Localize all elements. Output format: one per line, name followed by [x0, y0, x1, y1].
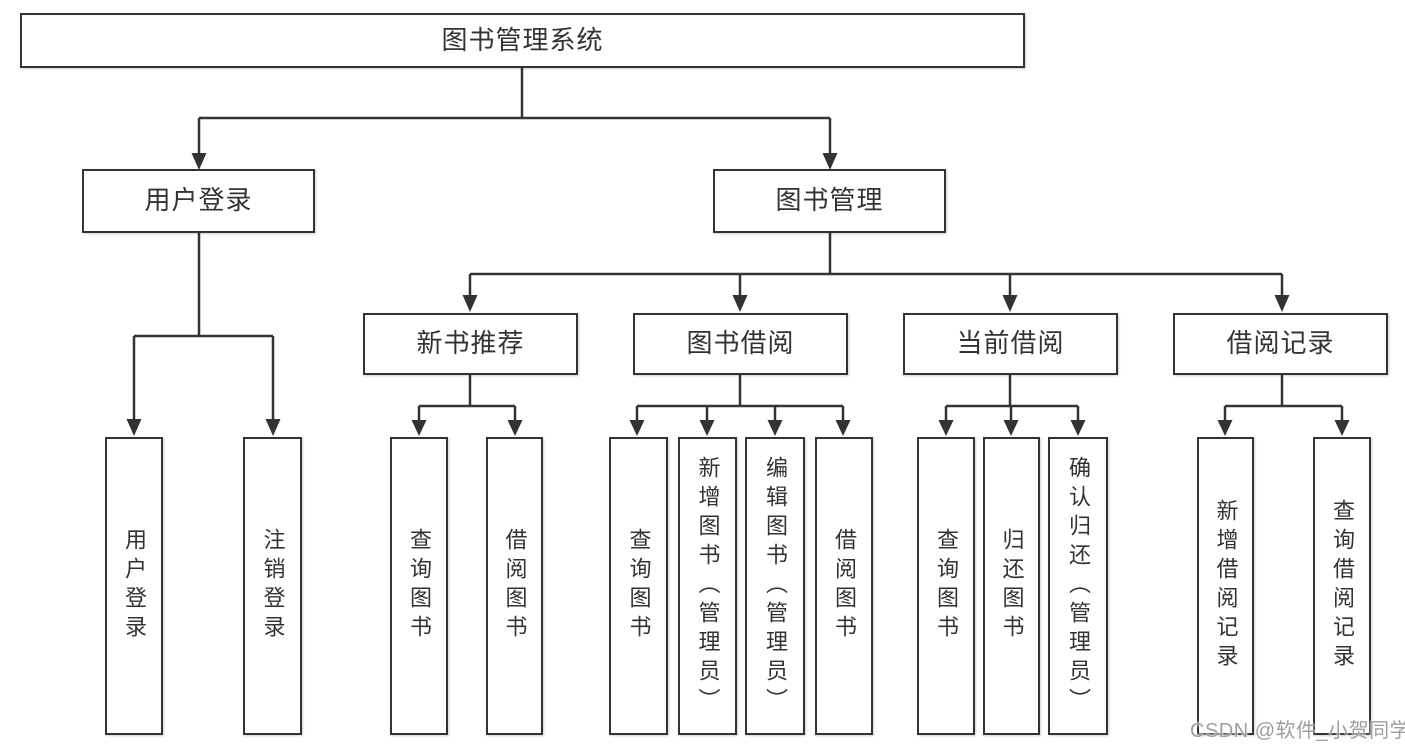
leaf-nb-query-book: 查询图书: [390, 437, 448, 735]
node-book-management: 图书管理: [713, 169, 946, 233]
node-book-borrow-label: 图书借阅: [686, 328, 795, 359]
leaf-user-login-label: 用户登录: [122, 528, 147, 644]
arrowhead-icon: [462, 295, 478, 312]
arrowhead-icon: [126, 419, 142, 436]
leaf-cb-return-book: 归还图书: [983, 437, 1040, 735]
leaf-bb-add-book-admin: 新增图书（管理员）: [678, 437, 737, 735]
leaf-br-query-record-label: 查询借阅记录: [1330, 499, 1355, 673]
leaf-cb-return-book-label: 归还图书: [999, 528, 1025, 644]
leaf-bb-borrow-book-label: 借阅图书: [832, 528, 857, 644]
leaf-user-login: 用户登录: [105, 437, 163, 735]
node-user-login-label: 用户登录: [144, 185, 253, 216]
node-new-book-recommend: 新书推荐: [363, 313, 578, 375]
leaf-nb-borrow-book: 借阅图书: [486, 437, 543, 735]
arrowhead-icon: [767, 420, 783, 436]
arrowhead-icon: [411, 420, 427, 436]
arrowhead-icon: [191, 153, 207, 170]
arrowhead-icon: [835, 420, 851, 436]
leaf-logout: 注销登录: [243, 437, 302, 735]
arrowhead-icon: [1274, 295, 1290, 312]
leaf-bb-borrow-book: 借阅图书: [815, 437, 873, 735]
arrowhead-icon: [1002, 295, 1018, 312]
leaf-nb-borrow-book-label: 借阅图书: [502, 528, 528, 644]
arrowhead-icon: [507, 420, 523, 436]
node-new-book-recommend-label: 新书推荐: [416, 328, 525, 359]
arrowhead-icon: [1217, 420, 1233, 436]
connector-book-management-to-children: [462, 233, 1290, 312]
arrowhead-icon: [699, 420, 715, 436]
connector-book-borrow-to-children: [629, 375, 851, 436]
leaf-br-add-record-label: 新增借阅记录: [1213, 499, 1239, 673]
arrowhead-icon: [1334, 420, 1350, 436]
node-user-login: 用户登录: [82, 169, 315, 233]
connector-current-borrow-to-children: [938, 375, 1086, 436]
connector-new-book-to-children: [411, 375, 523, 436]
leaf-cb-confirm-return-admin: 确认归还（管理员）: [1048, 437, 1108, 735]
arrowhead-icon: [822, 153, 838, 170]
leaf-bb-add-book-admin-label: 新增图书（管理员）: [695, 455, 721, 717]
leaf-bb-query-book-label: 查询图书: [626, 528, 652, 644]
arrowhead-icon: [732, 295, 748, 312]
arrowhead-icon: [1070, 420, 1086, 436]
node-root-label: 图书管理系统: [441, 24, 604, 55]
leaf-br-query-record: 查询借阅记录: [1313, 437, 1371, 735]
node-borrow-record-label: 借阅记录: [1226, 328, 1335, 359]
leaf-nb-query-book-label: 查询图书: [407, 528, 432, 644]
leaf-br-add-record: 新增借阅记录: [1197, 437, 1254, 735]
leaf-bb-edit-book-admin: 编辑图书（管理员）: [745, 437, 805, 735]
leaf-bb-edit-book-admin-label: 编辑图书（管理员）: [763, 455, 788, 717]
leaf-logout-label: 注销登录: [260, 528, 286, 644]
node-current-borrow-label: 当前借阅: [956, 328, 1065, 359]
arrowhead-icon: [265, 419, 281, 436]
connector-user-login-to-children: [126, 233, 281, 436]
connector-borrow-record-to-children: [1217, 375, 1350, 436]
arrowhead-icon: [938, 420, 954, 436]
csdn-watermark: CSDN @软件_小贺同学: [1190, 720, 1405, 742]
leaf-cb-confirm-return-admin-label: 确认归还（管理员）: [1066, 455, 1091, 717]
node-borrow-record: 借阅记录: [1173, 313, 1388, 375]
node-current-borrow: 当前借阅: [903, 313, 1118, 375]
node-book-borrow: 图书借阅: [633, 313, 848, 375]
leaf-bb-query-book: 查询图书: [609, 437, 668, 735]
leaf-cb-query-book-label: 查询图书: [934, 528, 959, 644]
leaf-cb-query-book: 查询图书: [917, 437, 975, 735]
node-book-management-label: 图书管理: [775, 185, 884, 216]
node-root: 图书管理系统: [20, 13, 1025, 68]
arrowhead-icon: [1003, 420, 1019, 436]
connector-root-to-level2: [191, 66, 838, 170]
arrowhead-icon: [629, 420, 645, 436]
